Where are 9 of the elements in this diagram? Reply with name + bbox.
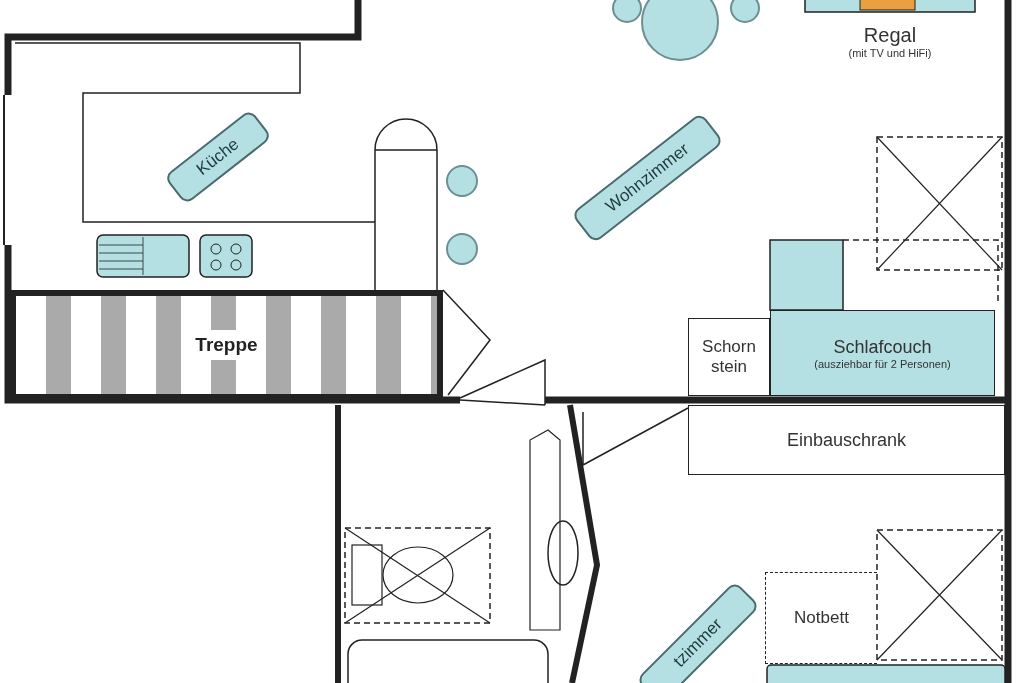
stairs bbox=[10, 290, 443, 400]
sofa-bed-label: Schlafcouch bbox=[833, 336, 932, 358]
sofa-bed-note: (ausziehbar für 2 Personen) bbox=[814, 357, 951, 370]
sofa-bed bbox=[770, 310, 995, 396]
chimney-box: Schorn stein bbox=[688, 318, 770, 396]
cupboard-box: Einbauschrank bbox=[688, 405, 1005, 475]
shelf-label: Regal bbox=[863, 23, 917, 47]
spare-bed-box: Notbett bbox=[765, 572, 877, 664]
shelf-note: (mit TV und HiFi) bbox=[848, 46, 932, 59]
